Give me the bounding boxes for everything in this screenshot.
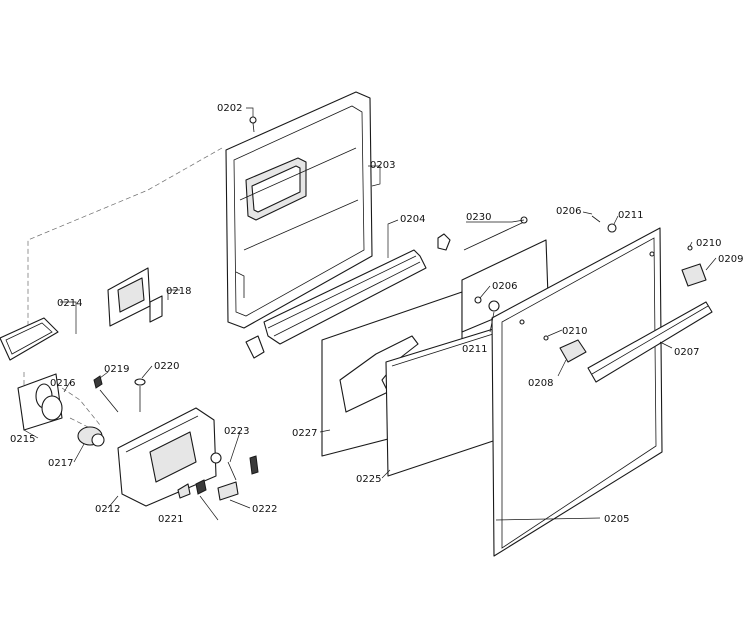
callout-0220: 0220 (154, 361, 179, 372)
callout-0204: 0204 (400, 214, 425, 225)
callout-0217: 0217 (48, 458, 73, 469)
callout-0206-top: 0206 (556, 206, 581, 217)
callout-0219: 0219 (104, 364, 129, 375)
part-lower-trim-strip (263, 249, 427, 345)
part-fastener-0206-side (474, 296, 500, 312)
part-latch-0208 (543, 335, 587, 363)
callout-0202: 0202 (217, 103, 242, 114)
callout-0211-top: 0211 (618, 210, 643, 221)
callout-0208: 0208 (528, 378, 553, 389)
part-spring-0219 (93, 375, 119, 413)
part-dispenser-cover-0215 (17, 373, 63, 431)
callout-0221: 0221 (158, 514, 183, 525)
part-fastener-0206-top (591, 215, 617, 233)
callout-0225: 0225 (356, 474, 381, 485)
callout-0216: 0216 (50, 378, 75, 389)
part-handle-0207 (587, 301, 713, 383)
callout-0205: 0205 (604, 514, 629, 525)
part-small-parts-0222 (217, 481, 239, 501)
part-small-parts-0223 (227, 455, 259, 481)
callout-0230: 0230 (466, 212, 491, 223)
callout-0214: 0214 (57, 298, 82, 309)
part-dispenser-body-0212 (117, 407, 222, 507)
callout-0227: 0227 (292, 428, 317, 439)
callout-0211-side: 0211 (462, 344, 487, 355)
callout-labels: 0202 0203 0204 0230 0206 0211 0210 0209 … (10, 103, 743, 525)
leader-lines (23, 107, 717, 521)
part-screw-0202 (249, 116, 257, 133)
callout-0209: 0209 (718, 254, 743, 265)
callout-0215: 0215 (10, 434, 35, 445)
part-connector-0217 (77, 426, 105, 447)
part-small-parts-0221 (177, 479, 207, 499)
callout-0207: 0207 (674, 347, 699, 358)
callout-0212: 0212 (95, 504, 120, 515)
part-frame-0214 (0, 317, 59, 361)
callout-0218: 0218 (166, 286, 191, 297)
part-inner-door-panel (225, 91, 373, 359)
callout-0210-side: 0210 (562, 326, 587, 337)
callout-0206-side: 0206 (492, 281, 517, 292)
part-cable-0230 (437, 216, 528, 251)
part-valve-0220 (134, 378, 146, 412)
callout-0203: 0203 (370, 160, 395, 171)
part-vent-0218 (107, 267, 163, 327)
callout-0210-top: 0210 (696, 238, 721, 249)
callout-0223: 0223 (224, 426, 249, 437)
part-latch-0209 (681, 245, 707, 287)
callout-0222: 0222 (252, 504, 277, 515)
part-outer-door-panel (491, 227, 663, 557)
